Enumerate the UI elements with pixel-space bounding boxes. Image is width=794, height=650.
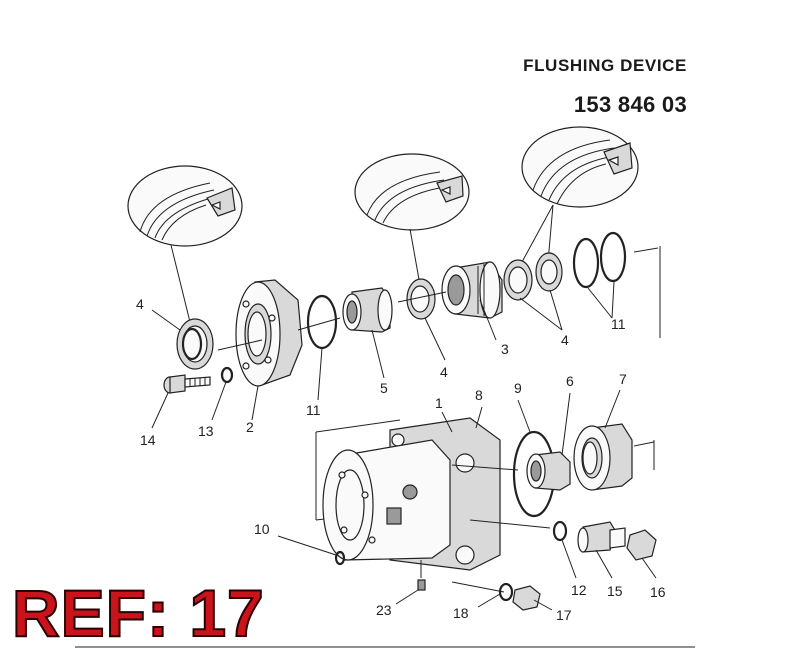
callout-6: 6 [566,373,574,389]
seal-detail-left [127,165,243,323]
o-ring-part-12 [552,520,568,542]
seal-part-4-right-b [535,252,563,292]
callout-4-left: 4 [136,296,144,312]
callout-11-right: 11 [611,316,626,332]
seal-part-4-right-a [503,259,533,301]
seal-detail-middle [354,153,470,286]
callout-15: 15 [607,583,623,599]
bushing-part-5 [342,287,393,333]
callout-4-middle: 4 [440,364,448,380]
seal-part-4-left [176,318,214,370]
screw-part-14 [163,374,211,394]
cover-part-7 [573,423,633,491]
callout-14: 14 [140,432,156,448]
callout-11-left: 11 [306,402,321,418]
o-ring-part-11-right-b [599,231,627,283]
callout-16: 16 [650,584,666,600]
callout-3: 3 [501,341,509,357]
o-ring-part-11-left [306,294,338,350]
o-ring-part-10 [334,550,346,566]
callout-7: 7 [619,371,627,387]
washer-part-13 [220,366,234,384]
callout-12: 12 [571,582,587,598]
part-number: 153 846 03 [573,92,687,117]
callout-8: 8 [475,387,483,403]
callout-18: 18 [453,605,469,621]
plug-part-17 [512,585,541,611]
callout-23: 23 [376,602,392,618]
sleeve-part-3 [441,261,503,319]
callout-5: 5 [380,380,388,396]
plug-part-16 [626,529,657,561]
housing-part-1 [322,439,451,561]
callout-4-right: 4 [561,332,569,348]
bushing-part-6 [526,451,571,491]
callout-13: 13 [198,423,214,439]
set-screw-part-23 [417,560,426,591]
callout-1: 1 [435,395,443,411]
diagram-title: FLUSHING DEVICE [523,56,687,75]
seal-detail-right [521,126,639,263]
washer-part-18 [498,582,514,602]
fitting-part-15 [577,521,626,553]
callout-9: 9 [514,380,522,396]
callout-10: 10 [254,521,270,537]
leader-lines [151,281,657,611]
flange-part-2 [217,279,303,387]
callout-17: 17 [556,607,572,623]
o-ring-part-11-right-a [572,237,600,289]
callout-2: 2 [246,419,254,435]
seal-part-4-middle [406,278,436,320]
ref-label: REF: 17 [11,576,265,650]
